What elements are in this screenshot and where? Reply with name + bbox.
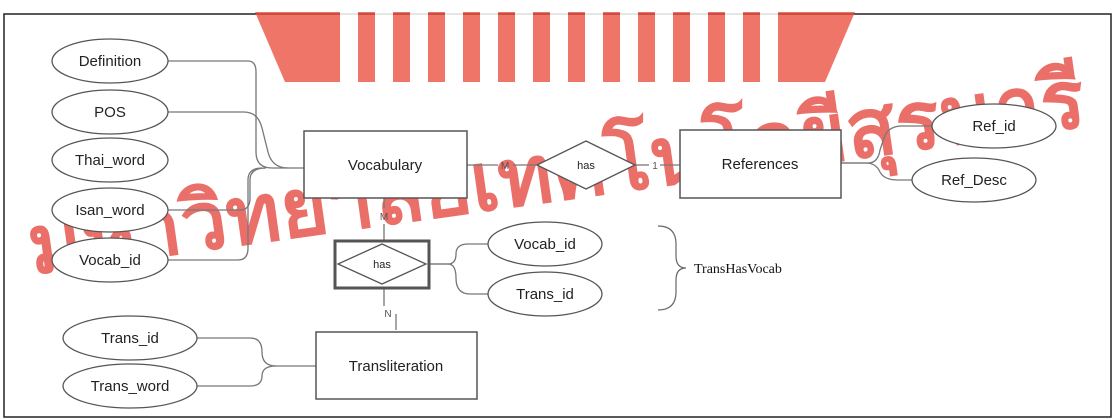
- attr-trans-id: Trans_id: [62, 315, 198, 361]
- entity-references: References: [679, 129, 842, 199]
- curly-brace: [657, 225, 687, 311]
- attr-vocab-id: Vocab_id: [51, 237, 169, 283]
- cardinality-vocab-m: M: [501, 161, 509, 172]
- attr-trans-word-label: Trans_word: [91, 378, 170, 395]
- vocab-trans-connectors: [383, 198, 488, 330]
- entity-transliteration: Transliteration: [315, 331, 478, 400]
- brace-annotation-label: TransHasVocab: [694, 262, 782, 277]
- attr-ref-desc: Ref_Desc: [911, 157, 1037, 203]
- entity-transliteration-label: Transliteration: [349, 358, 443, 375]
- brace-annotation: TransHasVocab: [657, 225, 782, 311]
- relationship-trans-has-vocab: has: [333, 239, 431, 290]
- entity-vocabulary: Vocabulary: [303, 130, 468, 199]
- attr-thai-word: Thai_word: [51, 137, 169, 183]
- attr-definition-label: Definition: [79, 53, 142, 70]
- attr-pos-label: POS: [94, 104, 126, 121]
- attr-isan-word: Isan_word: [51, 187, 169, 233]
- attr-rel-vocab-id-label: Vocab_id: [514, 236, 576, 253]
- attr-ref-desc-label: Ref_Desc: [941, 172, 1007, 189]
- cardinality-references-1: 1: [652, 161, 658, 172]
- cardinality-vocab-m2: M: [380, 212, 388, 223]
- attr-trans-word: Trans_word: [62, 363, 198, 409]
- attr-ref-id-label: Ref_id: [972, 118, 1015, 135]
- attr-thai-word-label: Thai_word: [75, 152, 145, 169]
- entity-references-label: References: [722, 156, 799, 173]
- entity-vocabulary-label: Vocabulary: [348, 157, 423, 174]
- attr-definition: Definition: [51, 38, 169, 84]
- attr-rel-trans-id-label: Trans_id: [516, 286, 574, 303]
- attr-rel-vocab-id: Vocab_id: [487, 221, 603, 267]
- relationship-vocab-references-label: has: [577, 160, 595, 172]
- watermark-emblem: [255, 12, 855, 82]
- trans-attribute-connectors: [197, 337, 316, 387]
- vocab-attribute-connectors: [168, 60, 304, 261]
- attr-trans-id-label: Trans_id: [101, 330, 159, 347]
- relationship-trans-has-vocab-label: has: [373, 259, 391, 271]
- attr-vocab-id-label: Vocab_id: [79, 252, 141, 269]
- attr-pos: POS: [51, 89, 169, 135]
- attr-rel-trans-id: Trans_id: [487, 271, 603, 317]
- attr-ref-id: Ref_id: [931, 103, 1057, 149]
- references-attribute-connectors: [841, 125, 932, 181]
- cardinality-trans-n: N: [384, 309, 391, 320]
- attr-isan-word-label: Isan_word: [75, 202, 144, 219]
- relationship-vocab-references: has: [535, 140, 637, 190]
